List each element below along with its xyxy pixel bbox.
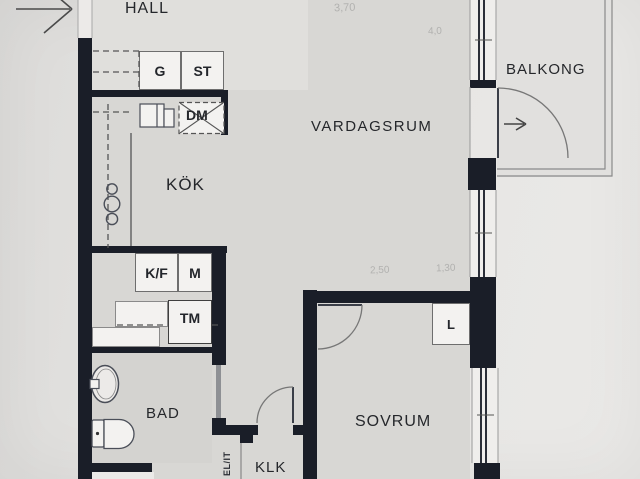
window-livingroom-top [469,0,497,80]
laundry-counter-lower [92,327,160,347]
wall-bath-top [92,347,212,353]
bathroom-sliding-door [216,365,221,418]
closet-st-label: ST [193,62,212,79]
room-label-balkong: BALKONG [506,61,586,78]
laundry-counter-upper [115,301,168,327]
sink-icon [89,364,120,404]
closet-g: G [139,51,181,90]
kf-label: K/F [145,264,168,281]
wall-right-cap1 [470,80,496,88]
room-label-vardagsrum: VARDAGSRUM [311,118,433,135]
wall-livingroom-south [303,291,470,303]
room-label-hall: HALL [125,0,170,17]
toilet-icon [91,418,135,450]
micro-cabinet-m: M [178,253,212,292]
wall-corridor-right [303,290,317,479]
washing-machine-tm: TM [168,300,212,344]
wall-right-pillar [468,158,496,190]
kitchen-sink-icon [139,103,175,128]
elit-label: EL/IT [222,451,232,477]
hall-wardrobe-dashed [93,50,140,90]
linen-closet-l: L [432,303,470,345]
entry-arrow-icon [16,0,73,34]
l-label: L [447,316,455,332]
wall-klk-top [226,425,258,435]
wall-left [78,38,92,479]
room-label-sovrum: SOVRUM [355,413,432,430]
stove-burners-icon [103,183,121,226]
wall-bath-right-lower [212,418,226,435]
room-label-klk: KLK [255,459,287,476]
klk-door-swing-arc [256,386,294,424]
wall-kitchen-south [92,246,227,253]
m-label: M [189,264,201,281]
pencil-note-2: 4,0 [427,25,443,38]
pencil-note-3: 2,50 [369,264,390,277]
wall-klk-stub [240,435,253,443]
wall-right-mid [470,277,496,368]
balcony-floor [497,0,612,177]
bedroom-door-swing-arc [317,304,363,350]
wall-right-corner [474,463,500,479]
dm-label: DM [186,107,208,123]
fridge-freezer-kf: K/F [135,253,178,292]
paper-patch-below-bath [78,472,154,479]
entry-door-opening [78,0,92,38]
window-bedroom [471,368,499,463]
pencil-note-4: 1,30 [435,262,456,275]
room-label-kok: KÖK [166,175,205,194]
balcony-door-swing-arc [497,87,569,159]
room-label-bad: BAD [146,405,180,422]
kitchen-counter-dashed [93,104,131,248]
balcony-door-arrow-icon [504,117,527,131]
wall-hall-kitchen [92,90,228,97]
window-livingroom-lower [469,190,497,277]
dishwasher-icon [178,101,225,135]
tm-label: TM [179,310,201,326]
wall-klk-corner [293,425,305,435]
closet-st: ST [181,51,224,90]
wall-laundry-right [212,246,226,365]
balcony-outline [497,0,613,177]
closet-g-label: G [154,62,166,79]
entry-jamb-lines [77,0,93,38]
wall-bath-south [78,463,152,472]
pencil-note-1: 3,70 [333,1,356,15]
